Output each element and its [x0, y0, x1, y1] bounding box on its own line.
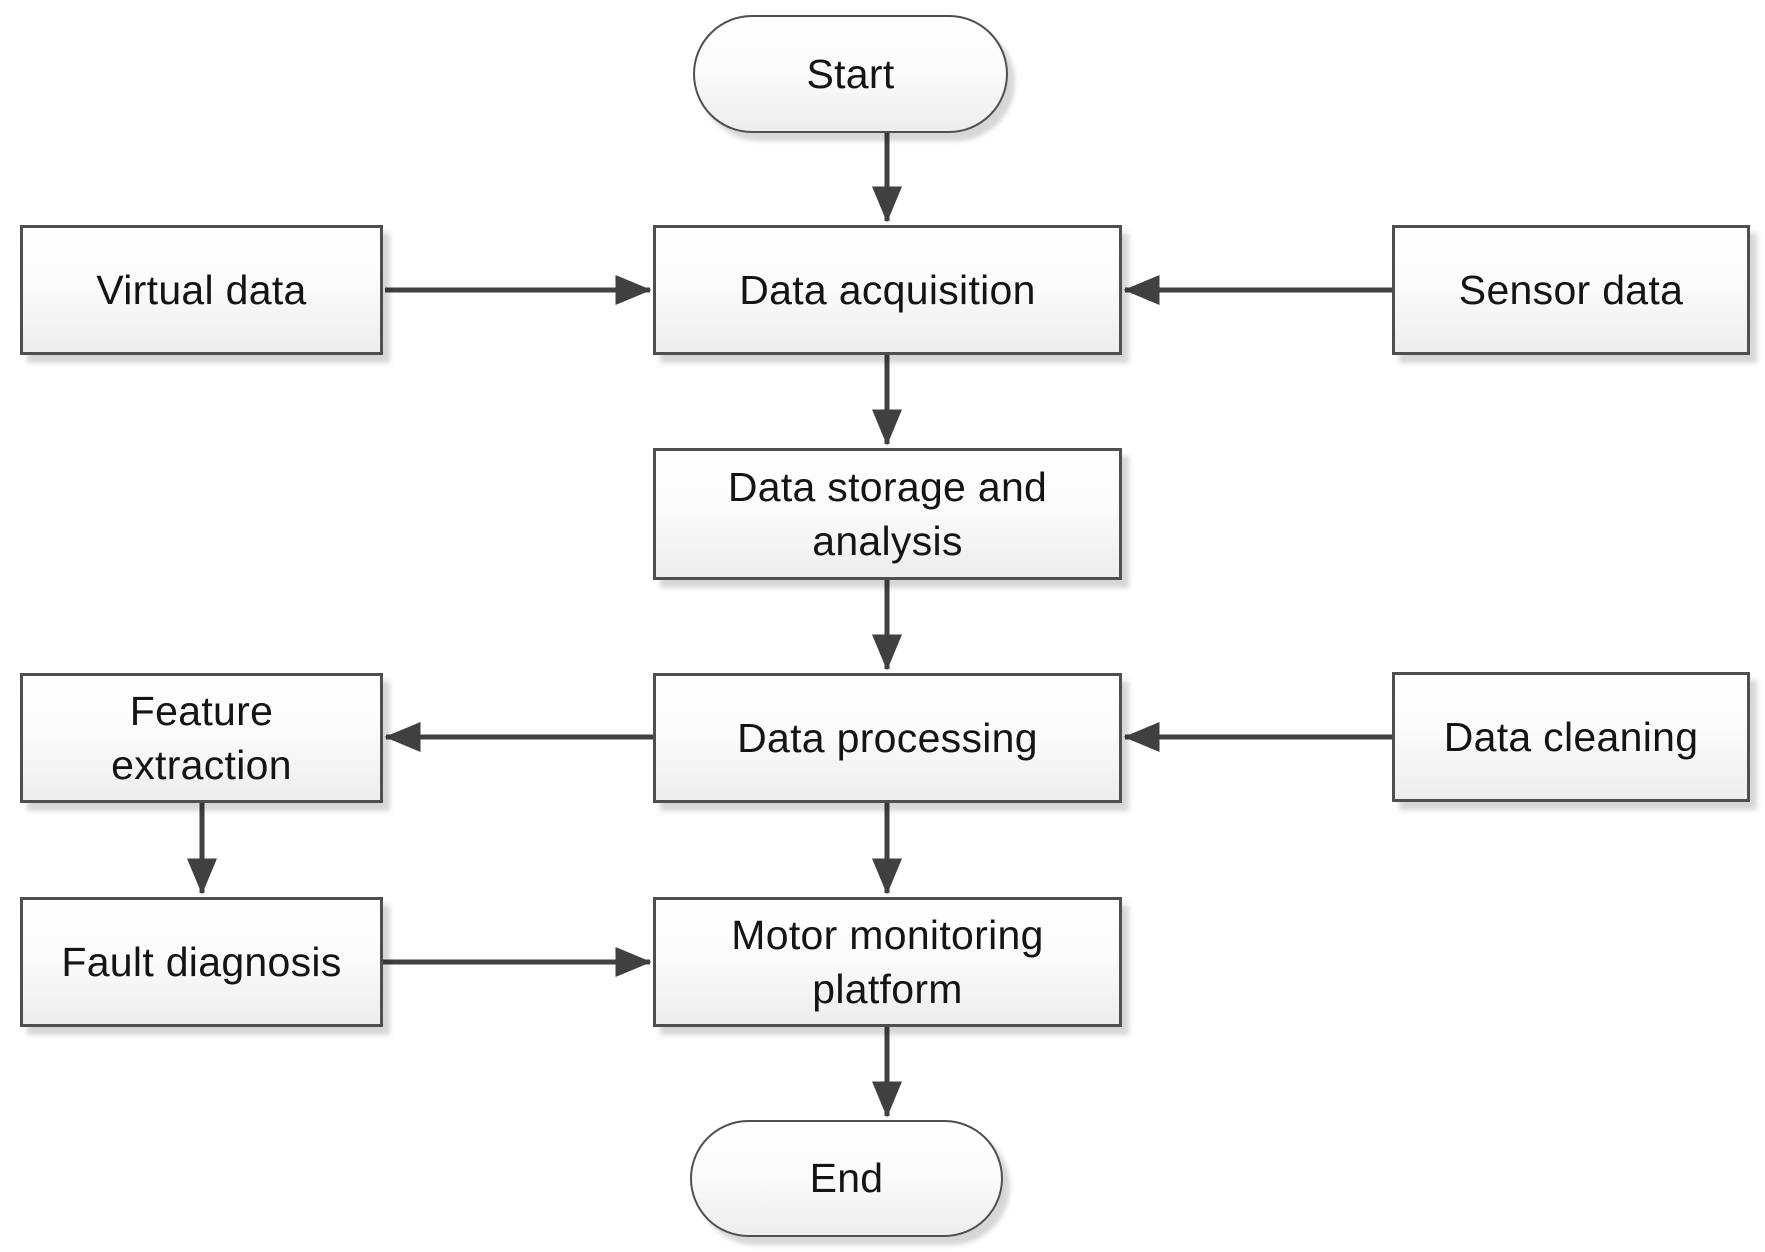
node-end: End [690, 1120, 1003, 1237]
node-data-acquisition-label: Data acquisition [739, 266, 1036, 313]
node-virtual-data: Virtual data [20, 225, 383, 355]
node-fault-diagnosis: Fault diagnosis [20, 897, 383, 1027]
node-sensor-data-label: Sensor data [1458, 266, 1684, 313]
node-fault-diagnosis-label: Fault diagnosis [61, 938, 342, 985]
node-motor-monitoring-platform: Motor monitoring platform [653, 897, 1122, 1027]
node-end-label: End [809, 1155, 884, 1202]
node-data-storage-analysis-label: Data storage and analysis [727, 463, 1048, 564]
node-data-cleaning: Data cleaning [1392, 672, 1750, 802]
node-data-processing-label: Data processing [737, 714, 1038, 761]
node-data-storage-analysis: Data storage and analysis [653, 448, 1122, 580]
node-data-acquisition: Data acquisition [653, 225, 1122, 355]
node-start: Start [693, 15, 1008, 133]
node-motor-monitoring-platform-label: Motor monitoring platform [731, 911, 1044, 1012]
node-feature-extraction-label: Feature extraction [111, 687, 292, 788]
node-data-cleaning-label: Data cleaning [1443, 713, 1699, 760]
node-virtual-data-label: Virtual data [96, 266, 307, 313]
node-sensor-data: Sensor data [1392, 225, 1750, 355]
node-start-label: Start [806, 50, 895, 97]
node-data-processing: Data processing [653, 673, 1122, 803]
node-feature-extraction: Feature extraction [20, 673, 383, 803]
